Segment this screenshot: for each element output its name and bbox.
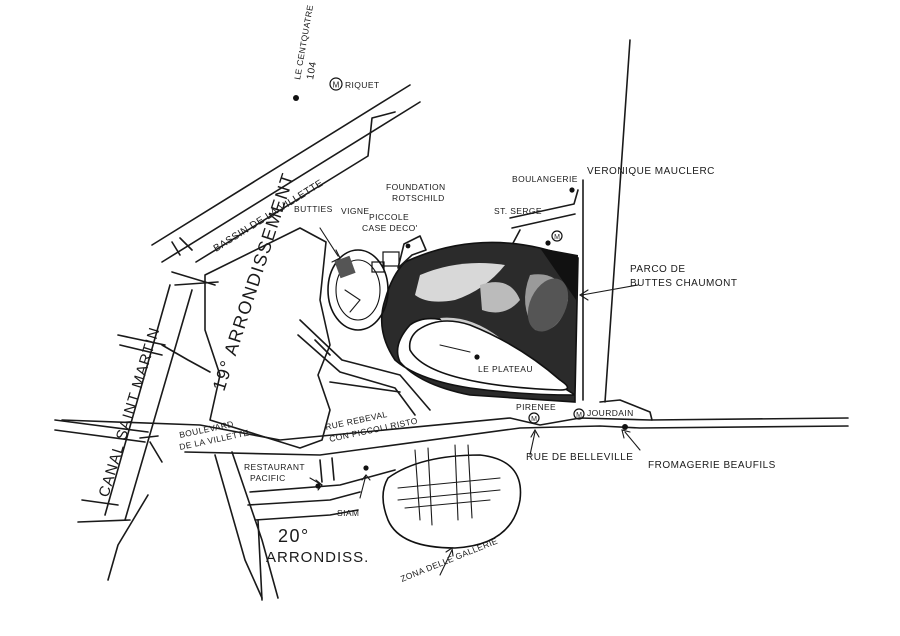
label-butties: BUTTIES <box>294 204 333 214</box>
label-19-arrondissement: 19° ARRONDISSEMENT <box>209 170 299 393</box>
label-riquet: RIQUET <box>345 80 380 90</box>
siam-dot <box>363 465 369 471</box>
metro-riquet-icon: M <box>329 77 343 91</box>
location-dots <box>293 95 628 489</box>
label-piccole-2: CASE DECO' <box>362 223 418 233</box>
label-parco-1: PARCO DE <box>630 264 686 275</box>
label-arrondiss: ARRONDISS. <box>266 549 369 566</box>
label-104: 104 <box>305 61 319 81</box>
label-restaurant-1: RESTAURANT <box>244 462 305 472</box>
metro-st-serge-icon: M <box>551 230 563 242</box>
label-fromagerie: FROMAGERIE BEAUFILS <box>648 460 776 471</box>
butties-area <box>327 235 427 331</box>
label-veronique: VERONIQUE MAUCLERC <box>587 166 715 177</box>
svg-text:M: M <box>554 234 560 241</box>
boulangerie-dot <box>569 187 575 193</box>
label-parco-2: BUTTES CHAUMONT <box>630 278 738 289</box>
fromagerie-dot <box>622 424 628 430</box>
label-jourdain: JOURDAIN <box>587 408 634 418</box>
centquatre-dot <box>293 95 299 101</box>
label-20: 20° <box>278 526 310 546</box>
foundation-dot <box>405 243 411 249</box>
svg-text:M: M <box>531 416 537 423</box>
label-foundation-2: ROTSCHILD <box>392 193 445 203</box>
label-vigne: VIGNE <box>341 206 369 216</box>
label-canal: CANAL SAINT MARTIN <box>96 325 164 499</box>
label-siam: SIAM <box>337 508 359 518</box>
label-rue-belleville: RUE DE BELLEVILLE <box>526 452 633 463</box>
le-plateau-dot <box>474 354 480 360</box>
label-restaurant-2: PACIFIC <box>250 473 286 483</box>
restaurant-dot <box>315 483 321 489</box>
metro-jourdain-icon: M <box>573 408 585 420</box>
parc-buttes-chaumont <box>380 241 579 403</box>
label-pirenee: PIRENEE <box>516 402 556 412</box>
label-boulangerie: BOULANGERIE <box>512 174 578 184</box>
label-le-plateau: LE PLATEAU <box>478 364 533 374</box>
svg-text:M: M <box>333 81 340 90</box>
arrows <box>309 227 641 576</box>
svg-text:M: M <box>576 412 582 419</box>
zona-delle-gallerie-area <box>382 444 522 549</box>
metro-pirenee-icon: M <box>528 412 540 424</box>
label-foundation-1: FOUNDATION <box>386 182 446 192</box>
st-serge-dot <box>545 240 551 246</box>
label-st-serge: ST. SERGE <box>494 206 542 216</box>
street-lines <box>54 39 849 601</box>
label-piccole-1: PICCOLE <box>369 212 409 222</box>
